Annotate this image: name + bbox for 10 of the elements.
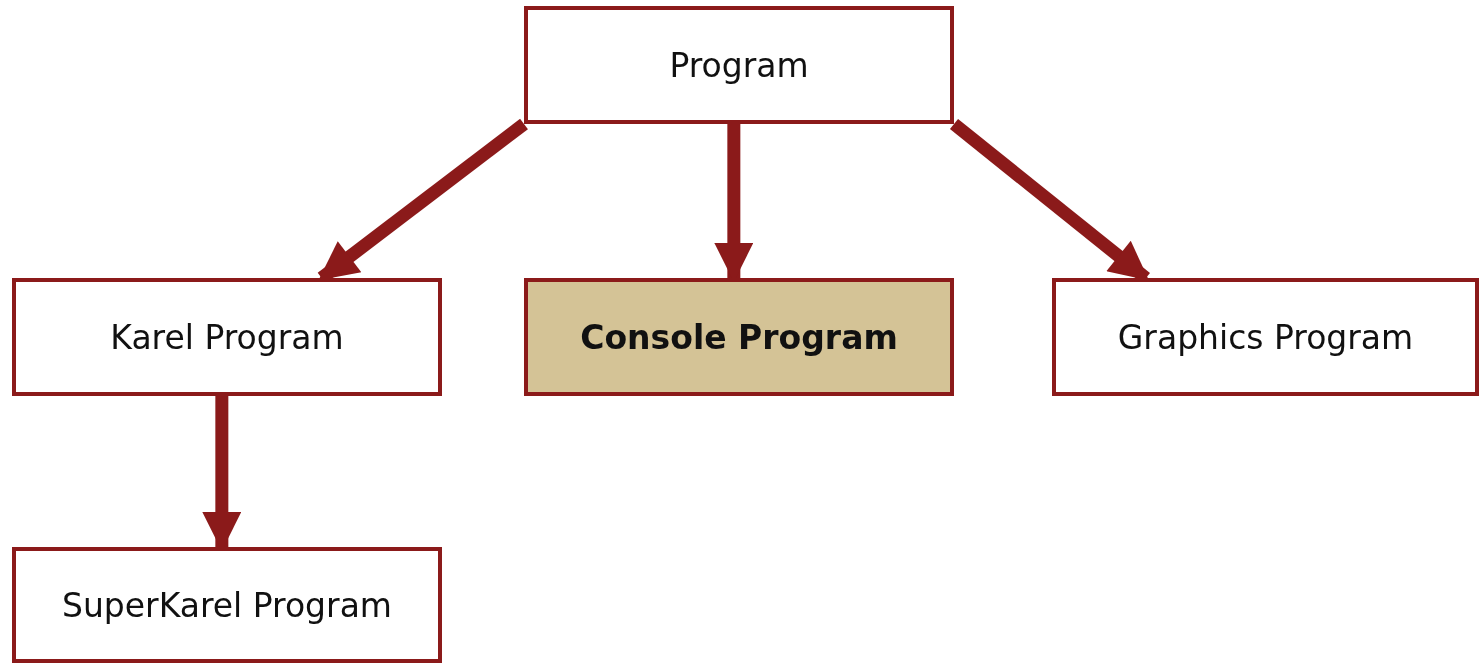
box-label: Graphics Program	[1117, 317, 1414, 357]
box-label: Program	[669, 45, 809, 85]
process-box	[12, 547, 442, 663]
process-box	[524, 278, 954, 396]
box-label: Console Program	[580, 317, 898, 357]
process-box	[1052, 278, 1479, 396]
box-label: Karel Program	[110, 317, 344, 357]
box-label: SuperKarel Program	[62, 585, 392, 625]
process-box	[12, 278, 442, 396]
process-box	[524, 6, 954, 124]
